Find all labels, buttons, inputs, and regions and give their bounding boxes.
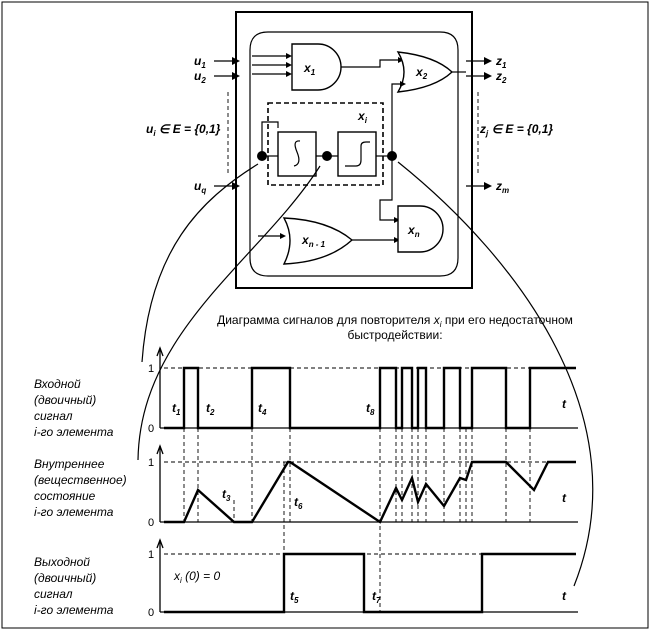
node-internal: [322, 151, 332, 161]
label-u2: u2: [194, 69, 206, 85]
gate-x1: [291, 43, 342, 91]
output-arrows: [466, 57, 492, 190]
tick-1: 1: [148, 363, 154, 375]
t-label: t2: [206, 401, 215, 417]
pointer-curves: [137, 161, 594, 587]
panel-output: 1 0 Выходной (двоичный) сигнал i-го элем…: [34, 538, 578, 619]
label-xi: xi: [357, 109, 368, 125]
label-uq: uq: [194, 179, 206, 195]
svg-text:(двоичный): (двоичный): [34, 571, 96, 585]
svg-text:(двоичный): (двоичный): [34, 393, 96, 407]
diagram-title: Диаграмма сигналов для повторителя xi пр…: [217, 313, 573, 342]
svg-text:Выходной: Выходной: [34, 555, 90, 569]
device-box: [235, 11, 473, 289]
svg-text:сигнал: сигнал: [34, 587, 73, 601]
threshold-block: [337, 131, 377, 177]
x1-input-wires: [252, 53, 292, 77]
t-label: t6: [294, 495, 303, 511]
t-label: t5: [290, 589, 299, 605]
wire-x1-x2: [341, 59, 398, 68]
title-line-1: Диаграмма сигналов для повторителя xi пр…: [217, 313, 573, 329]
initial-condition: xi (0) = 0: [173, 569, 220, 585]
panel-input: 1 0 Входной (двоичный) сигнал i-го элеме…: [34, 346, 578, 439]
wire-xi-x2: [391, 83, 402, 156]
integrator-block: [277, 131, 317, 177]
caption: Входной (двоичный) сигнал i-го элемента: [34, 377, 114, 439]
label-zm: zm: [495, 179, 509, 195]
tick-1: 1: [148, 457, 154, 469]
label-z2: z2: [495, 69, 507, 85]
input-arrows: [214, 57, 240, 190]
svg-text:сигнал: сигнал: [34, 409, 73, 423]
integral-icon: [293, 140, 301, 167]
label-z1: z1: [495, 54, 507, 70]
circuit: [214, 11, 492, 289]
input-signal: [164, 366, 576, 430]
gate-xn1: [282, 217, 354, 265]
tick-0: 0: [148, 423, 154, 435]
transition-guides: [183, 428, 531, 612]
label-u1: u1: [194, 54, 206, 70]
panel-internal: 1 0 Внутреннее (вещественное) состояние …: [34, 444, 578, 529]
threshold-icon: [345, 141, 370, 167]
repeater-box: [267, 102, 384, 186]
t-label: t3: [222, 487, 231, 503]
circuit-labels: u1 u2 ui ∈ E = {0,1} uq z1 z2 zj ∈ E = {…: [146, 54, 553, 249]
wire-node-a: [261, 121, 279, 156]
label-xn1: xn - 1: [301, 233, 326, 249]
gate-xn: [397, 205, 444, 253]
tick-0: 0: [148, 517, 154, 529]
t-label: t8: [366, 401, 375, 417]
tick-1: 1: [148, 549, 154, 561]
gate-x2: [396, 51, 454, 93]
label-ui: ui ∈ E = {0,1}: [146, 122, 221, 138]
label-zj: zj ∈ E = {0,1}: [479, 122, 553, 138]
svg-text:Входной: Входной: [34, 377, 81, 391]
label-x2: x2: [415, 65, 428, 81]
tick-0: 0: [148, 607, 154, 619]
svg-text:i-го элемента: i-го элемента: [34, 505, 114, 519]
label-xn: xn: [407, 223, 420, 239]
t-label: t: [562, 397, 567, 411]
t-label: t: [562, 589, 567, 603]
svg-text:(вещественное): (вещественное): [34, 473, 127, 487]
caption: Выходной (двоичный) сигнал i-го элемента: [34, 555, 114, 617]
output-signal: [164, 552, 576, 614]
svg-text:Внутреннее: Внутреннее: [34, 457, 105, 471]
node-input: [257, 151, 267, 161]
t-label: t: [562, 491, 567, 505]
inner-contour: [249, 31, 459, 277]
t-label: t4: [258, 401, 267, 417]
caption: Внутреннее (вещественное) состояние i-го…: [34, 457, 127, 519]
title-line-2: быстродействии:: [347, 328, 442, 342]
svg-text:i-го элемента: i-го элемента: [34, 603, 114, 617]
svg-text:i-го элемента: i-го элемента: [34, 425, 114, 439]
label-x1: x1: [303, 61, 316, 77]
t-label: t1: [172, 401, 181, 417]
wire-xi-xn: [379, 156, 396, 221]
t-label: t7: [372, 589, 381, 605]
svg-text:состояние: состояние: [34, 489, 96, 503]
